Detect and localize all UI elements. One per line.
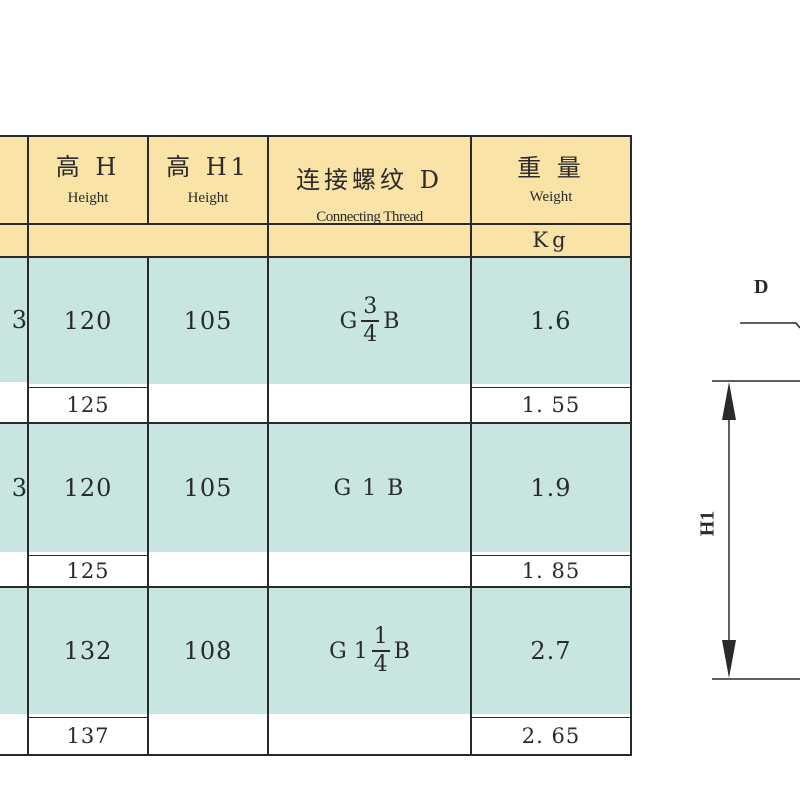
row3-thread-denominator: 4	[371, 650, 390, 677]
row1-height-h1-text: 105	[183, 307, 233, 335]
grid-line-header-sub	[0, 223, 632, 225]
grid-line-row1-sub-h	[28, 387, 148, 388]
row3-height-text: 132	[63, 637, 113, 665]
row2-alt-height: 125	[28, 556, 148, 586]
d-leader-line	[740, 322, 800, 329]
row3-thread-numerator: 1	[373, 624, 388, 649]
grid-line-row1-sub-w	[471, 387, 631, 388]
row3-thread-suffix: B	[393, 638, 410, 664]
h1-arrow-down-icon	[722, 640, 736, 678]
row2-alt-weight-text: 1. 85	[521, 559, 581, 583]
diagram-label-h1: H1	[696, 510, 719, 537]
row2-alt-weight: 1. 85	[471, 556, 631, 586]
grid-line-row2-sub-w	[471, 555, 631, 556]
row2-height-text: 120	[63, 474, 113, 502]
row1-thread-suffix: B	[383, 308, 400, 334]
row1-alt-height: 125	[28, 388, 148, 422]
header-height-h1: 高 H1 Height	[148, 136, 268, 224]
header-height-h1-en: Height	[187, 189, 229, 206]
header-subrow-hh1	[28, 224, 268, 256]
row3-thread-prefix: G 1	[329, 638, 368, 664]
row1-height-text: 120	[63, 307, 113, 335]
grid-line-row3-sub-w	[471, 717, 631, 718]
header-height-cn: 高 H	[55, 152, 121, 181]
grid-line-table-bottom	[0, 754, 632, 756]
grid-line-col-b2	[147, 256, 149, 756]
row1-thread-prefix: G	[339, 308, 358, 334]
grid-line-col-e	[630, 135, 632, 756]
row2-weight: 1.9	[471, 424, 631, 552]
row2-weight-text: 1.9	[530, 474, 572, 502]
row1-left-partial: 3	[0, 258, 28, 382]
diagram-label-d: D	[754, 276, 769, 298]
header-partial-left	[0, 136, 28, 256]
row2-height-h1: 105	[148, 424, 268, 552]
row3-thread: G 1 1 4 B	[268, 588, 471, 714]
row1-alt-weight-text: 1. 55	[521, 393, 581, 417]
row3-weight-text: 2.7	[530, 637, 572, 665]
row1-left-partial-sub	[0, 384, 28, 422]
row2-left-partial-text: 3	[11, 474, 28, 502]
row1-thread-denominator: 4	[361, 320, 380, 347]
row1-thread-fraction: 3 4	[361, 294, 380, 347]
header-thread-cn: 连接螺纹 D	[296, 165, 443, 194]
row2-height: 120	[28, 424, 148, 552]
row1-alt-weight: 1. 55	[471, 388, 631, 422]
row3-height-h1-text: 108	[183, 637, 233, 665]
row1-thread: G 3 4 B	[268, 258, 471, 384]
grid-line-col-a	[27, 135, 29, 756]
row3-left-partial	[0, 588, 28, 714]
row3-alt-weight: 2. 65	[471, 718, 631, 754]
row3-alt-weight-text: 2. 65	[521, 724, 581, 748]
row1-height: 120	[28, 258, 148, 384]
header-thread-en: Connecting Thread	[316, 208, 423, 225]
row2-height-h1-text: 105	[183, 474, 233, 502]
row3-height-h1: 108	[148, 588, 268, 714]
row3-weight: 2.7	[471, 588, 631, 714]
grid-line-row1-bottom	[0, 422, 632, 424]
grid-line-row2-bottom	[0, 586, 632, 588]
grid-line-col-d	[470, 135, 472, 756]
row3-alt-height: 137	[28, 718, 148, 754]
grid-line-col-c	[267, 135, 269, 756]
row3-thread-fraction: 1 4	[371, 624, 390, 677]
row1-left-partial-text: 3	[11, 306, 28, 334]
header-height-en: Height	[67, 189, 109, 206]
row1-weight-text: 1.6	[530, 307, 572, 335]
grid-line-row2-sub-h	[28, 555, 148, 556]
row1-weight: 1.6	[471, 258, 631, 384]
h1-arrow-up-icon	[722, 382, 736, 420]
header-weight-unit: Kg	[471, 224, 631, 256]
row2-thread-text: G 1 B	[333, 475, 406, 501]
row2-alt-height-text: 125	[66, 559, 110, 583]
grid-line-row3-sub-h	[28, 717, 148, 718]
row2-thread: G 1 B	[268, 424, 471, 552]
row3-alt-height-text: 137	[66, 724, 110, 748]
header-weight-cn: 重 量	[517, 153, 585, 182]
header-weight: 重 量 Weight	[471, 136, 631, 224]
header-thread: 连接螺纹 D Connecting Thread	[268, 136, 471, 256]
header-height-h1-cn: 高 H1	[166, 152, 250, 181]
header-weight-unit-text: Kg	[532, 227, 570, 252]
row1-alt-height-text: 125	[66, 393, 110, 417]
grid-line-top	[0, 135, 632, 137]
row1-height-h1: 105	[148, 258, 268, 384]
header-weight-en: Weight	[529, 188, 573, 205]
row1-thread-numerator: 3	[363, 294, 378, 319]
row2-left-partial: 3	[0, 424, 28, 552]
grid-line-col-b	[147, 135, 149, 225]
grid-line-header-bottom	[0, 256, 632, 258]
header-height: 高 H Height	[28, 136, 148, 224]
row3-height: 132	[28, 588, 148, 714]
